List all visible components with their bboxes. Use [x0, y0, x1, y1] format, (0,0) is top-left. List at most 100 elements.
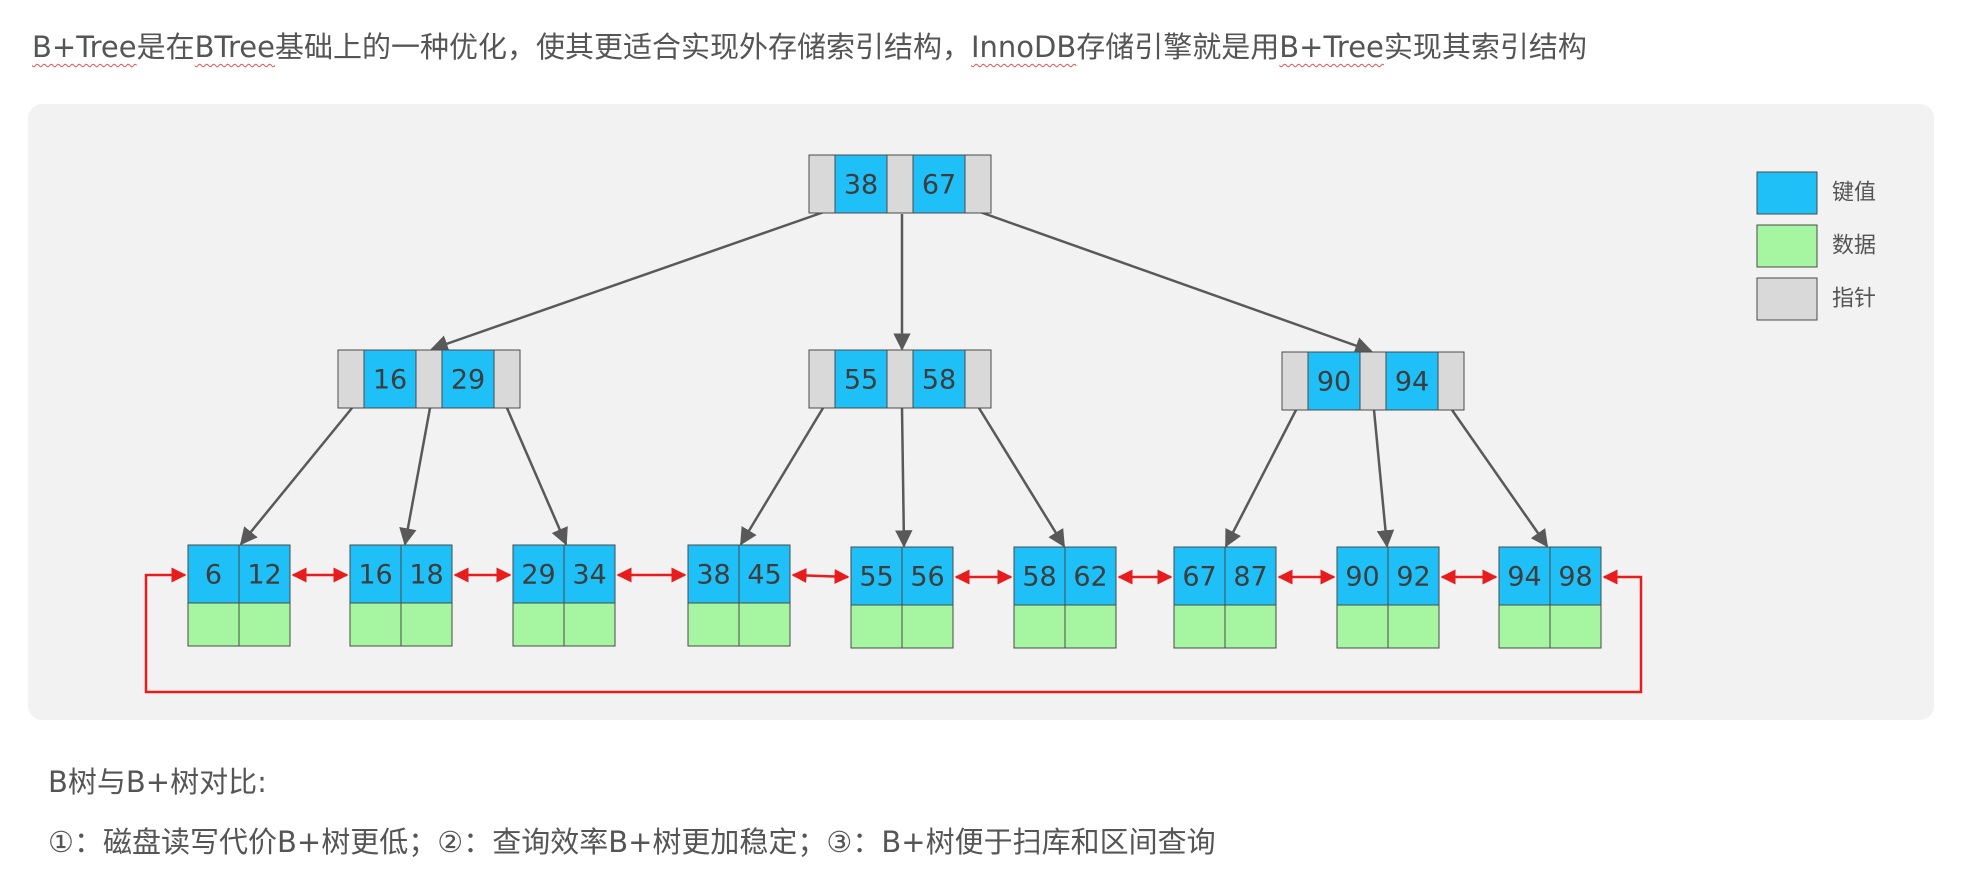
legend-swatch-1 [1756, 171, 1818, 215]
leaf-node-8-data-cell-2 [1387, 604, 1440, 649]
leaf-node-4-key-1: 38 [696, 560, 730, 591]
leaf-node-3-data-cell-1 [512, 602, 565, 647]
edge-internal-2-to-leaf-4 [739, 407, 825, 546]
edge-root-to-internal-1 [430, 210, 825, 353]
legend-label-1: 键值 [1832, 181, 1876, 206]
leaf-node-8-key-cell-2 [1387, 546, 1440, 606]
root-node-pointer-3 [964, 154, 992, 214]
root-node-pointer-1 [808, 154, 836, 214]
leaf-node-2-key-2: 18 [409, 560, 443, 591]
internal-node-1-key-cell-2 [441, 349, 495, 409]
legend-swatch-3 [1756, 277, 1818, 321]
internal-node-2-key-1: 55 [844, 365, 878, 396]
leaf-node-5-key-cell-1 [850, 546, 903, 606]
internal-node-3-key-cell-2 [1385, 351, 1439, 411]
root-node-key-2: 67 [922, 170, 956, 201]
leaf-node-8-key-cell-1 [1336, 546, 1389, 606]
leaf-node-8-data-cell-1 [1336, 604, 1389, 649]
leaf-node-2-key-cell-2 [400, 544, 453, 604]
internal-node-1-pointer-3 [493, 349, 521, 409]
internal-node-1-pointer-2 [415, 349, 443, 409]
leaf-node-3-key-2: 34 [572, 560, 606, 591]
root-node-pointer-2 [886, 154, 914, 214]
heading-text-1: 是在 [136, 30, 195, 64]
leaf-node-4-data-cell-2 [738, 602, 791, 647]
leaf-node-1-data-cell-2 [238, 602, 291, 647]
leaf-node-1-key-cell-1 [187, 544, 240, 604]
internal-node-2-pointer-3 [964, 349, 992, 409]
leaf-node-6-data-cell-2 [1064, 604, 1117, 649]
internal-node-2-pointer-2 [886, 349, 914, 409]
edge-internal-3-to-leaf-7 [1224, 409, 1298, 548]
leaf-links [144, 567, 1643, 694]
internal-node-2-key-2: 58 [922, 365, 956, 396]
leaf-node-1-key-1: 6 [205, 560, 222, 591]
leaf-node-3-data-cell-2 [563, 602, 616, 647]
leaf-node-6-key-2: 62 [1073, 562, 1107, 593]
leaf-node-8-key-2: 92 [1396, 562, 1430, 593]
legend-label-3: 指针 [1832, 287, 1876, 312]
leaf-node-6: 58 62 [1013, 546, 1117, 649]
internal-node-3-pointer-1 [1281, 351, 1309, 411]
internal-node-2-key-cell-2 [912, 349, 966, 409]
leaf-node-5-key-cell-2 [901, 546, 954, 606]
legend-item-2: 数据 [1756, 224, 1876, 268]
leaf-node-5-data-cell-1 [850, 604, 903, 649]
leaf-node-9-key-1: 94 [1507, 562, 1541, 593]
root-node-key-cell-2 [912, 154, 966, 214]
leaf-wraparound-link [144, 567, 1643, 694]
leaf-node-4-key-cell-2 [738, 544, 791, 604]
leaf-node-5-key-2: 56 [910, 562, 944, 593]
leaf-node-9-key-2: 98 [1558, 562, 1592, 593]
leaf-node-6-key-1: 58 [1022, 562, 1056, 593]
tree-edges [239, 210, 1549, 548]
leaf-node-9-key-cell-1 [1498, 546, 1551, 606]
leaf-node-8-key-1: 90 [1345, 562, 1379, 593]
edge-internal-2-to-leaf-6 [977, 407, 1066, 548]
leaf-node-6-data-cell-1 [1013, 604, 1066, 649]
leaf-node-7-key-1: 67 [1182, 562, 1216, 593]
leaf-node-2-data-cell-2 [400, 602, 453, 647]
leaf-node-4-data-cell-1 [687, 602, 740, 647]
leaf-node-6-key-cell-2 [1064, 546, 1117, 606]
leaf-node-8: 90 92 [1336, 546, 1440, 649]
leaf-node-9-data-cell-1 [1498, 604, 1551, 649]
internal-node-1-key-1: 16 [373, 365, 407, 396]
leaf-node-2-data-cell-1 [349, 602, 402, 647]
comparison-points: ①：磁盘读写代价B+树更低；②：查询效率B+树更加稳定；③：B+树便于扫库和区间… [48, 825, 1216, 859]
heading-text-2: 基础上的一种优化，使其更适合实现外存储索引结构， [274, 30, 971, 64]
leaf-node-5: 55 56 [850, 546, 954, 649]
internal-node-3-pointer-2 [1359, 351, 1387, 411]
root-node-key-cell-1 [834, 154, 888, 214]
legend-item-3: 指针 [1756, 277, 1876, 321]
heading-text-4: 实现其索引结构 [1383, 30, 1587, 64]
internal-node-3-key-2: 94 [1395, 367, 1429, 398]
leaf-node-9-key-cell-2 [1549, 546, 1602, 606]
leaf-node-9: 94 98 [1498, 546, 1602, 649]
legend-item-1: 键值 [1756, 171, 1876, 215]
internal-node-3-key-cell-1 [1307, 351, 1361, 411]
heading-term-innodb: InnoDB [970, 30, 1077, 64]
internal-node-2-pointer-1 [808, 349, 836, 409]
edge-internal-3-to-leaf-8 [1372, 409, 1395, 548]
leaf-node-1-data-cell-1 [187, 602, 240, 647]
leaf-node-5-key-1: 55 [859, 562, 893, 593]
page-heading: B+Tree是在BTree基础上的一种优化，使其更适合实现外存储索引结构，Inn… [32, 22, 1587, 72]
heading-term-btree: BTree [194, 30, 275, 64]
leaf-node-7-data-cell-1 [1173, 604, 1226, 649]
heading-text-3: 存储引擎就是用 [1076, 30, 1280, 64]
leaf-node-6-key-cell-1 [1013, 546, 1066, 606]
leaf-node-3-key-cell-1 [512, 544, 565, 604]
leaf-node-4-key-cell-1 [687, 544, 740, 604]
legend-swatch-2 [1756, 224, 1818, 268]
legend-label-2: 数据 [1832, 234, 1876, 259]
